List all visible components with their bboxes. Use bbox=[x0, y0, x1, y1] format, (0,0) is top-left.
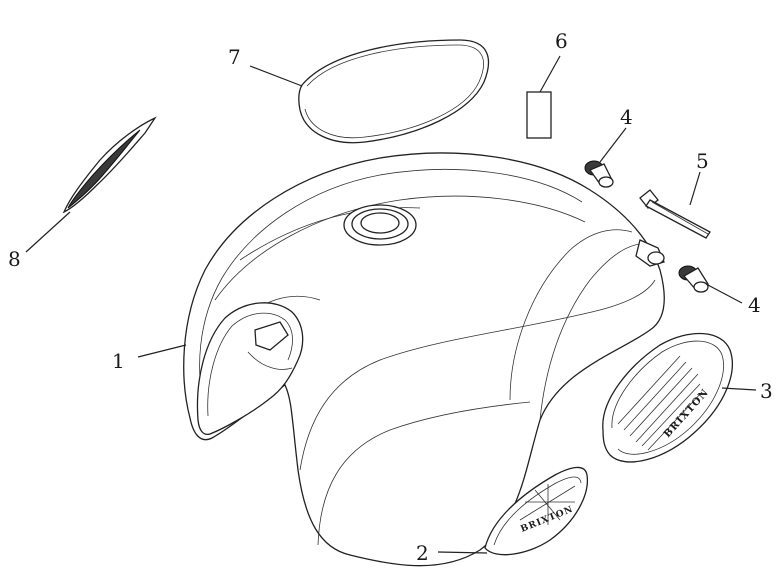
leader-lines bbox=[25, 55, 757, 554]
callout-4-upper: 4 bbox=[620, 105, 633, 129]
callout-6: 6 bbox=[555, 29, 568, 53]
callout-4-lower: 4 bbox=[748, 293, 761, 317]
callout-1: 1 bbox=[112, 349, 125, 373]
part-5-bolt bbox=[639, 189, 711, 239]
callout-labels: 1 2 3 4 4 5 6 7 8 bbox=[8, 29, 773, 565]
part-4-grommet-lower bbox=[678, 265, 709, 293]
part-1-fuel-tank bbox=[183, 152, 665, 567]
callout-7: 7 bbox=[228, 45, 241, 69]
part-3-side-badge: BRIXTON bbox=[602, 332, 733, 463]
part-2-front-badge: BRIXTON bbox=[484, 466, 589, 556]
callout-3: 3 bbox=[760, 379, 773, 403]
callout-5: 5 bbox=[696, 149, 709, 173]
callout-8: 8 bbox=[8, 247, 21, 271]
side-badge-grooves bbox=[617, 355, 703, 451]
callout-2: 2 bbox=[416, 541, 429, 565]
part-6-label bbox=[526, 91, 552, 139]
part-7-tank-pad bbox=[298, 39, 490, 144]
part-8-trim-strip bbox=[62, 116, 157, 214]
front-badge-flag bbox=[519, 484, 576, 525]
part-4-grommet-upper bbox=[584, 160, 614, 188]
